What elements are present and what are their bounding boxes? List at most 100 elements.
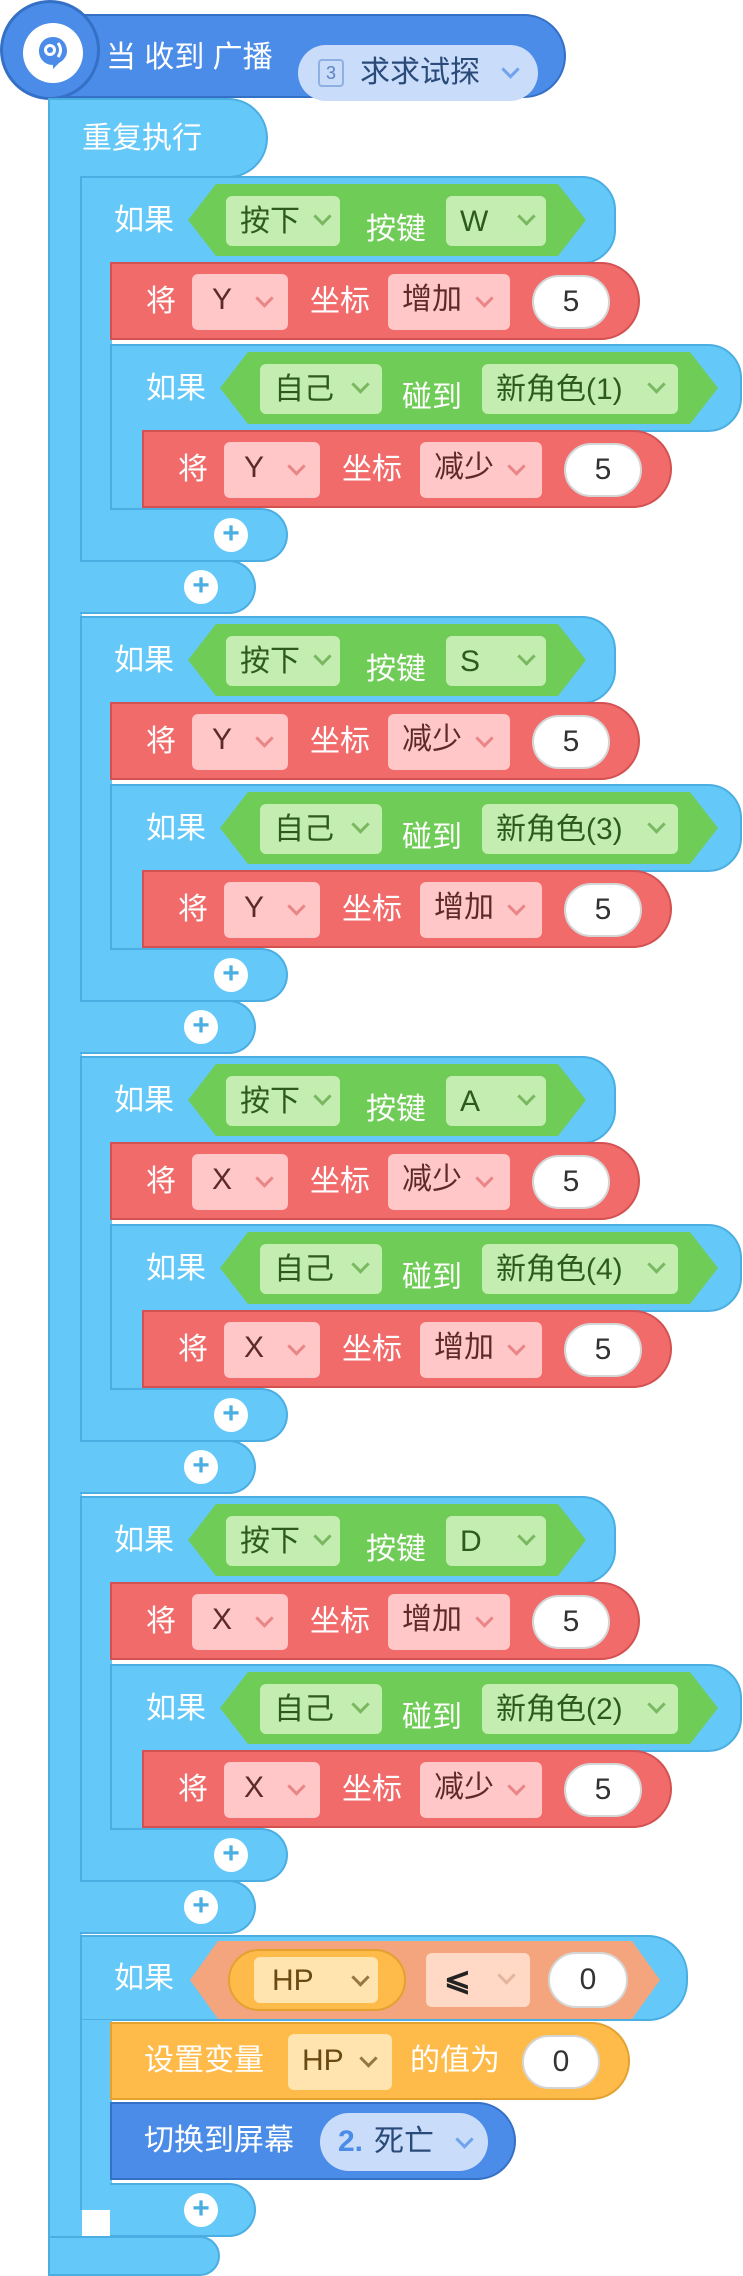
press-dropdown[interactable]: 按下 [226, 196, 340, 246]
operation-dropdown[interactable]: 增加 [388, 1594, 510, 1650]
amount-input[interactable]: 5 [532, 1595, 610, 1649]
set-label: 将 [178, 453, 208, 486]
axis-dropdown[interactable]: X [192, 1154, 288, 1210]
if-touching-block[interactable]: 如果自己碰到新角色(3) [110, 784, 742, 872]
operation-dropdown[interactable]: 增加 [388, 274, 510, 330]
inner-add-block-tab[interactable]: + [110, 508, 288, 562]
axis-dropdown[interactable]: X [224, 1322, 320, 1378]
set-variable-block[interactable]: 设置变量 HP 的值为 0 [110, 2022, 630, 2100]
amount-input[interactable]: 5 [564, 883, 642, 937]
amount-input[interactable]: 5 [564, 1763, 642, 1817]
press-text: 按下 [240, 645, 300, 678]
outer-add-block-tab[interactable]: + [80, 1000, 256, 1054]
outer-add-block-tab[interactable]: + [80, 560, 256, 614]
self-dropdown[interactable]: 自己 [260, 364, 382, 414]
screen-dropdown[interactable]: 2. 死亡 [320, 2113, 488, 2171]
sprite-dropdown[interactable]: 新角色(4) [482, 1244, 678, 1294]
press-dropdown[interactable]: 按下 [226, 1076, 340, 1126]
operation-dropdown[interactable]: 减少 [420, 442, 542, 498]
touching-condition[interactable]: 自己碰到新角色(3) [220, 792, 718, 864]
add-block-button[interactable]: + [184, 1450, 218, 1484]
outer-add-block-tab[interactable]: + [80, 1440, 256, 1494]
self-dropdown[interactable]: 自己 [260, 804, 382, 854]
if-touching-block[interactable]: 如果自己碰到新角色(1) [110, 344, 742, 432]
compare-condition[interactable]: HP ⩽ 0 [190, 1941, 660, 2019]
inner-add-block-tab[interactable]: + [110, 1828, 288, 1882]
if-touching-block[interactable]: 如果自己碰到新角色(4) [110, 1224, 742, 1312]
add-block-tab[interactable]: + [110, 2183, 256, 2237]
hp-dropdown[interactable]: HP [254, 1957, 378, 2003]
touching-condition[interactable]: 自己碰到新角色(1) [220, 352, 718, 424]
inner-add-block-tab[interactable]: + [110, 1388, 288, 1442]
compare-value-input[interactable]: 0 [548, 1952, 628, 2008]
if-hp-block-head[interactable]: 如果 HP ⩽ 0 [80, 1935, 688, 2021]
amount-input[interactable]: 5 [564, 1323, 642, 1377]
axis-dropdown[interactable]: Y [192, 714, 288, 770]
axis-dropdown[interactable]: Y [224, 882, 320, 938]
press-dropdown[interactable]: 按下 [226, 636, 340, 686]
sprite-dropdown[interactable]: 新角色(2) [482, 1684, 678, 1734]
add-block-button[interactable]: + [214, 958, 248, 992]
sprite-dropdown[interactable]: 新角色(1) [482, 364, 678, 414]
operation-dropdown[interactable]: 减少 [388, 1154, 510, 1210]
add-block-button[interactable]: + [184, 2193, 218, 2227]
amount-input[interactable]: 5 [532, 275, 610, 329]
touching-condition[interactable]: 自己碰到新角色(4) [220, 1232, 718, 1304]
operation-dropdown[interactable]: 增加 [420, 1322, 542, 1378]
self-dropdown[interactable]: 自己 [260, 1684, 382, 1734]
operation-dropdown[interactable]: 增加 [420, 882, 542, 938]
key-dropdown[interactable]: S [446, 636, 546, 686]
amount-input[interactable]: 5 [532, 715, 610, 769]
add-block-button[interactable]: + [184, 1890, 218, 1924]
amount-input[interactable]: 5 [532, 1155, 610, 1209]
when-broadcast-received-block[interactable]: 当 收到 广播 3 求求试探 [4, 14, 566, 101]
set-value-input[interactable]: 0 [522, 2035, 600, 2089]
add-block-button[interactable]: + [214, 518, 248, 552]
switch-screen-block[interactable]: 切换到屏幕 2. 死亡 [110, 2102, 516, 2180]
comparator-dropdown[interactable]: ⩽ [426, 1953, 530, 2007]
add-block-button[interactable]: + [214, 1398, 248, 1432]
touching-condition[interactable]: 自己碰到新角色(2) [220, 1672, 718, 1744]
axis-dropdown[interactable]: X [192, 1594, 288, 1650]
inner-add-block-tab[interactable]: + [110, 948, 288, 1002]
sprite-dropdown[interactable]: 新角色(3) [482, 804, 678, 854]
key-dropdown[interactable]: A [446, 1076, 546, 1126]
key-dropdown[interactable]: D [446, 1516, 546, 1566]
outer-add-block-tab[interactable]: + [80, 1880, 256, 1934]
set-label: 将 [178, 1333, 208, 1366]
broadcast-message-dropdown[interactable]: 3 求求试探 [298, 45, 538, 101]
operation-dropdown[interactable]: 减少 [388, 714, 510, 770]
hp-reporter[interactable]: HP [228, 1949, 406, 2011]
add-block-button[interactable]: + [184, 1010, 218, 1044]
forever-loop-head[interactable]: 重复执行 [48, 98, 268, 178]
axis-dropdown[interactable]: Y [224, 442, 320, 498]
add-block-button[interactable]: + [184, 570, 218, 604]
variable-dropdown[interactable]: HP [288, 2034, 392, 2090]
press-dropdown[interactable]: 按下 [226, 1516, 340, 1566]
self-dropdown[interactable]: 自己 [260, 1244, 382, 1294]
key-dropdown[interactable]: W [446, 196, 546, 246]
operation-dropdown[interactable]: 减少 [420, 1762, 542, 1818]
axis-dropdown[interactable]: X [224, 1762, 320, 1818]
if-touching-block[interactable]: 如果自己碰到新角色(2) [110, 1664, 742, 1752]
if-label: 如果 [114, 204, 174, 237]
add-block-button[interactable]: + [214, 1838, 248, 1872]
axis-dropdown[interactable]: Y [192, 274, 288, 330]
amount-input[interactable]: 5 [564, 443, 642, 497]
